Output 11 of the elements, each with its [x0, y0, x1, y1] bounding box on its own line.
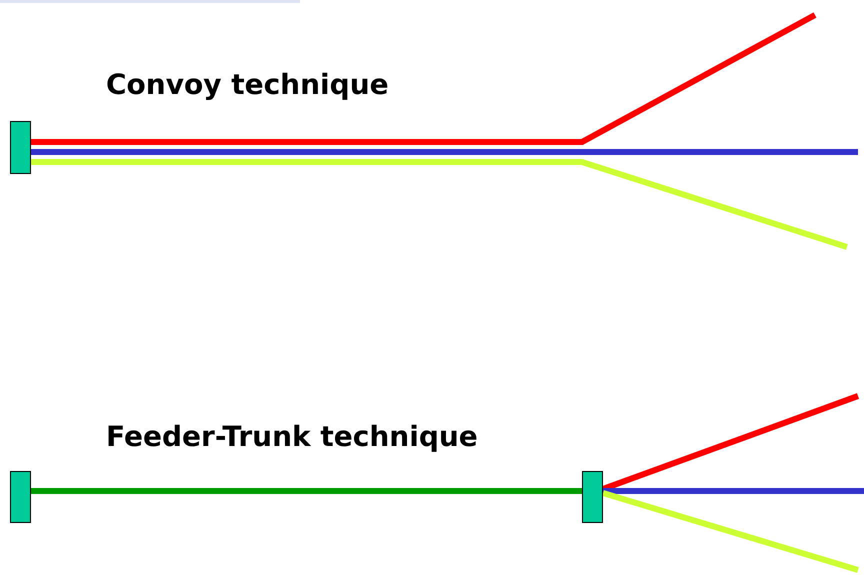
line: [31, 159, 848, 250]
section-title: Feeder-Trunk technique: [106, 420, 478, 453]
terminal-box: [10, 471, 31, 523]
line: [31, 12, 816, 145]
line: [603, 488, 864, 494]
terminal-box: [582, 471, 603, 523]
terminal-box: [10, 121, 31, 174]
line: [602, 490, 859, 573]
section-title: Convoy technique: [106, 68, 389, 101]
line: [31, 149, 858, 155]
line: [31, 488, 582, 494]
